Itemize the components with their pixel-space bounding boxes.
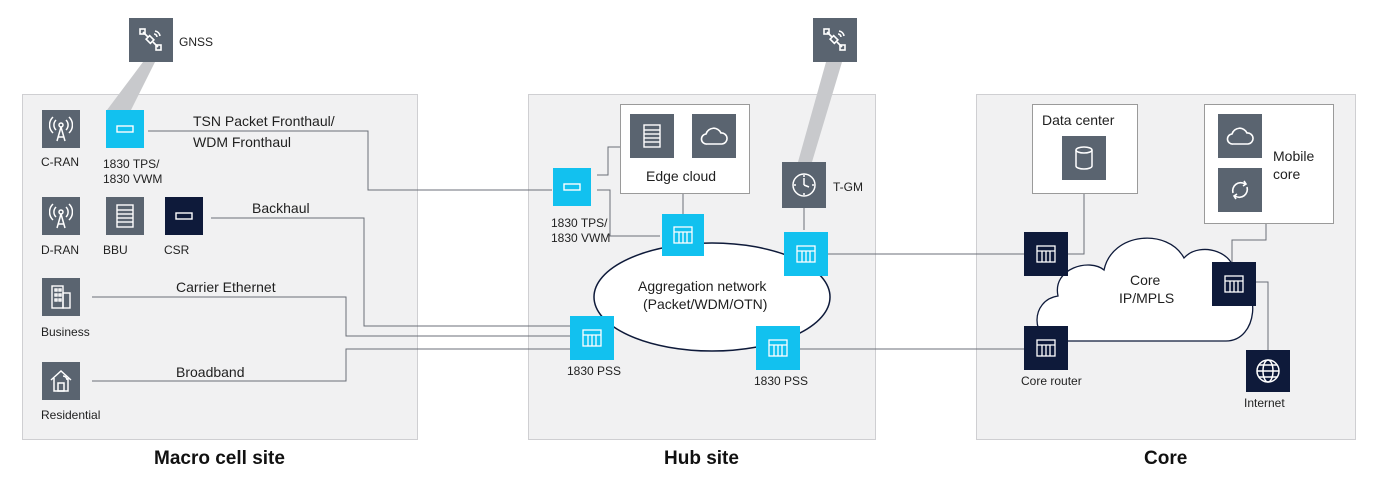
satellite-icon <box>129 18 173 62</box>
core-cloud-label-1: Core <box>1130 272 1161 288</box>
macro-cell-site-title: Macro cell site <box>154 448 285 469</box>
edge-cloud-label: Edge cloud <box>646 168 717 184</box>
agg-node-top <box>662 214 704 256</box>
dran-antenna-icon <box>42 197 80 235</box>
internet-globe-icon <box>1246 350 1290 392</box>
tgm-clock-icon <box>782 162 826 208</box>
tps-to-agg-line <box>597 189 660 237</box>
macro-cell-site-panel <box>22 94 418 440</box>
core-router-right-node <box>1212 262 1256 306</box>
hub-site-title: Hub site <box>664 448 739 469</box>
mobile-core-label-2: core <box>1273 166 1301 182</box>
gnss-label: GNSS <box>179 35 214 49</box>
tps-macro-node <box>106 110 144 148</box>
edge-server-icon <box>630 114 674 158</box>
bbu-server-icon <box>106 197 144 235</box>
aggregation-label-1: Aggregation network <box>638 278 767 294</box>
fronthaul-label-2: WDM Fronthaul <box>193 134 292 150</box>
agg-node-right <box>784 232 828 276</box>
tps-hub-node <box>553 168 591 206</box>
core-router-bottom-node <box>1024 326 1068 370</box>
fronthaul-label-1: TSN Packet Fronthaul/ <box>193 113 335 129</box>
core-to-internet-line <box>1256 281 1269 350</box>
carrier-ethernet-line <box>92 296 570 337</box>
gnss-beam-macro <box>107 62 155 110</box>
core-cloud-label-2: IP/MPLS <box>1119 290 1175 306</box>
internet-label: Internet <box>1244 396 1285 410</box>
business-building-icon <box>42 278 80 316</box>
broadband-label: Broadband <box>176 364 245 380</box>
pss-right-label: 1830 PSS <box>754 374 809 388</box>
broadband-line <box>92 348 570 382</box>
business-label: Business <box>41 325 90 339</box>
pss-right-node <box>756 326 800 370</box>
bbu-label: BBU <box>103 243 128 257</box>
carrier-ethernet-label: Carrier Ethernet <box>176 279 276 295</box>
pss-left-node <box>570 316 614 360</box>
core-router-top-node <box>1024 232 1068 276</box>
core-router-label: Core router <box>1021 374 1082 388</box>
csr-node <box>165 197 203 235</box>
tps-hub-label-1: 1830 TPS/ <box>551 216 608 230</box>
database-icon <box>1062 136 1106 180</box>
mobile-cloud-icon <box>1218 114 1262 158</box>
data-center-label: Data center <box>1042 112 1115 128</box>
edge-cloud-icon <box>692 114 736 158</box>
tps-macro-label-2: 1830 VWM <box>103 172 163 186</box>
tgm-label: T-GM <box>833 180 863 194</box>
dran-label: D-RAN <box>41 243 79 257</box>
aggregation-network-ellipse <box>593 242 831 352</box>
cran-antenna-icon <box>42 110 80 148</box>
fronthaul-line <box>148 130 552 191</box>
tps-hub-label-2: 1830 VWM <box>551 231 611 245</box>
cran-label: C-RAN <box>41 155 79 169</box>
tps-to-edgecloud-line <box>597 146 620 176</box>
residential-house-icon <box>42 362 80 400</box>
backhaul-label: Backhaul <box>252 200 310 216</box>
mobile-core-label-1: Mobile <box>1273 148 1315 164</box>
tps-macro-label-1: 1830 TPS/ <box>103 157 160 171</box>
backhaul-line <box>211 217 570 327</box>
mobilecore-to-core-line <box>1231 222 1267 262</box>
satellite-icon <box>813 18 857 62</box>
gnss-beam-hub <box>798 62 842 162</box>
residential-label: Residential <box>41 408 101 422</box>
aggregation-label-2: (Packet/WDM/OTN) <box>643 296 768 312</box>
mobile-sync-icon <box>1218 168 1262 212</box>
pss-left-label: 1830 PSS <box>567 364 622 378</box>
core-title: Core <box>1144 448 1188 469</box>
csr-label: CSR <box>164 243 190 257</box>
datacenter-to-core-line <box>1068 192 1085 255</box>
